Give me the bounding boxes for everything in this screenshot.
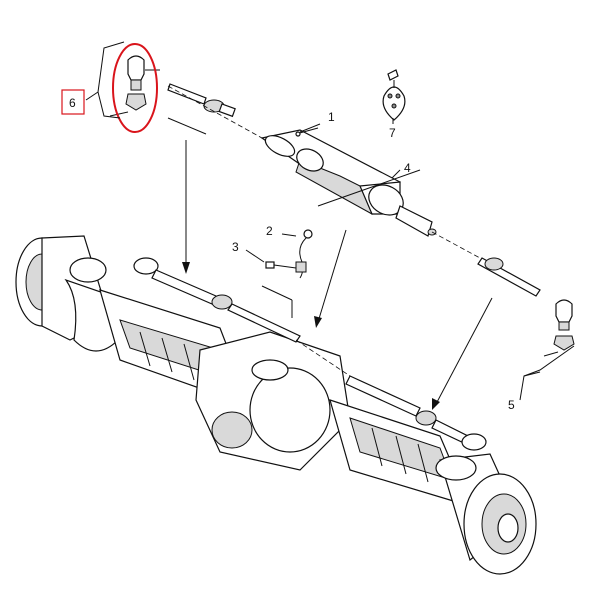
pin: [295, 127, 319, 137]
tie-rod-right-lower: [345, 375, 487, 451]
tie-rod-left-lower: [133, 257, 301, 343]
sensor-2: [295, 229, 313, 279]
callout-6: 6: [69, 96, 76, 110]
callout-5: 5: [508, 398, 515, 412]
callout-4: 4: [404, 161, 411, 175]
steering-cylinder: [260, 129, 437, 237]
tie-rod-end-right: [543, 299, 575, 357]
callout-1: 1: [328, 110, 335, 124]
callout-2: 2: [266, 224, 273, 238]
callout-7: 7: [389, 126, 396, 140]
axle-housing: [15, 235, 537, 575]
bolt-3: [265, 261, 297, 269]
projection-arrows: [167, 117, 493, 410]
bracket-7: [382, 69, 406, 121]
leader-lines: [245, 118, 575, 401]
highlight-circle: [112, 43, 158, 133]
callout-6-box: [61, 89, 85, 115]
tie-rod-left-upper: [167, 83, 236, 118]
callout-3: 3: [232, 240, 239, 254]
tie-rod-end-left: [109, 55, 160, 117]
tie-rod-right-upper: [477, 257, 541, 297]
